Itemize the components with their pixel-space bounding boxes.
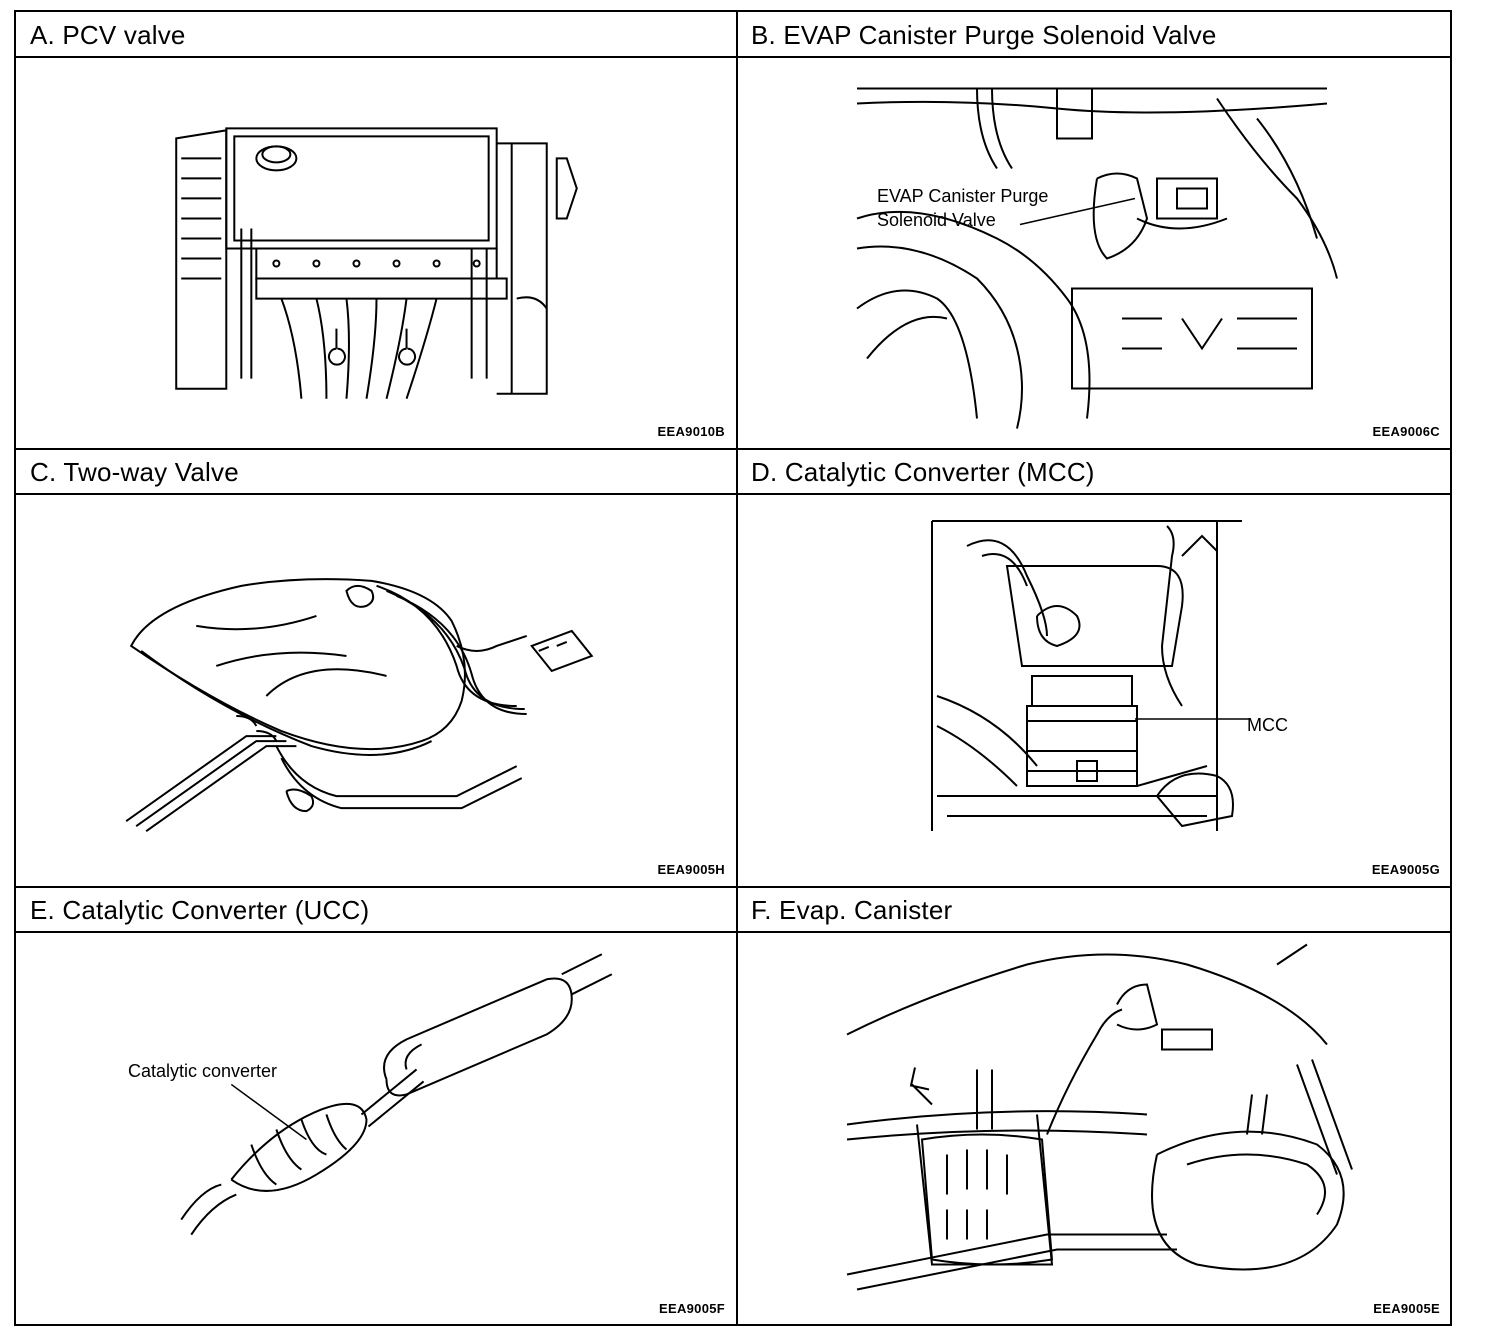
panel-f-header: F. Evap. Canister [737,887,1452,933]
catalytic-converter-callout: Catalytic converter [128,1061,278,1081]
panel-a: A. PCV valve EEA901 [16,12,737,449]
panel-f: F. Evap. Canister EEA9005E [737,887,1452,1326]
panel-c: C. Two-way Valve EEA9005H [16,449,737,887]
two-way-valve-fuel-tank-illustration [16,495,737,887]
figure-grid: A. PCV valve EEA901 [14,10,1452,1326]
panel-b-figure-code: EEA9006C [1372,424,1440,439]
panel-a-title: A. PCV valve [30,20,186,50]
column-divider [736,12,738,1324]
row-divider-2 [16,886,1450,888]
panel-f-figure-code: EEA9005E [1373,1301,1440,1316]
panel-f-title: F. Evap. Canister [751,895,953,925]
purge-valve-callout-line2: Solenoid Valve [877,210,996,230]
panel-a-header: A. PCV valve [16,12,737,58]
panel-d-figure-code: EEA9005G [1371,862,1440,877]
panel-e-header: E. Catalytic Converter (UCC) [16,887,737,933]
pcv-valve-engine-illustration [16,58,737,449]
panel-e-title: E. Catalytic Converter (UCC) [30,895,370,925]
evap-canister-illustration [737,933,1452,1326]
panel-b: B. EVAP Canister Purge Solenoid Valve EV [737,12,1452,449]
panel-b-title: B. EVAP Canister Purge Solenoid Valve [751,20,1217,50]
panel-b-header: B. EVAP Canister Purge Solenoid Valve [737,12,1452,58]
panel-c-header: C. Two-way Valve [16,449,737,495]
purge-valve-callout-line1: EVAP Canister Purge [877,186,1049,206]
panel-c-title: C. Two-way Valve [30,457,239,487]
row-divider-1 [16,448,1450,450]
mcc-callout: MCC [1247,715,1288,735]
panel-d-header: D. Catalytic Converter (MCC) [737,449,1452,495]
panel-d-title: D. Catalytic Converter (MCC) [751,457,1095,487]
panel-e-figure-code: EEA9005F [659,1301,725,1316]
panel-a-figure-code: EEA9010B [657,424,725,439]
evap-purge-valve-illustration: EVAP Canister Purge Solenoid Valve [737,58,1452,449]
mcc-catalytic-converter-illustration: MCC [737,495,1452,887]
panel-c-figure-code: EEA9005H [657,862,725,877]
panel-e: E. Catalytic Converter (UCC) Catalytic c… [16,887,737,1326]
panel-d: D. Catalytic Converter (MCC) MCC EEA9005 [737,449,1452,887]
ucc-catalytic-converter-illustration: Catalytic converter [16,933,737,1326]
